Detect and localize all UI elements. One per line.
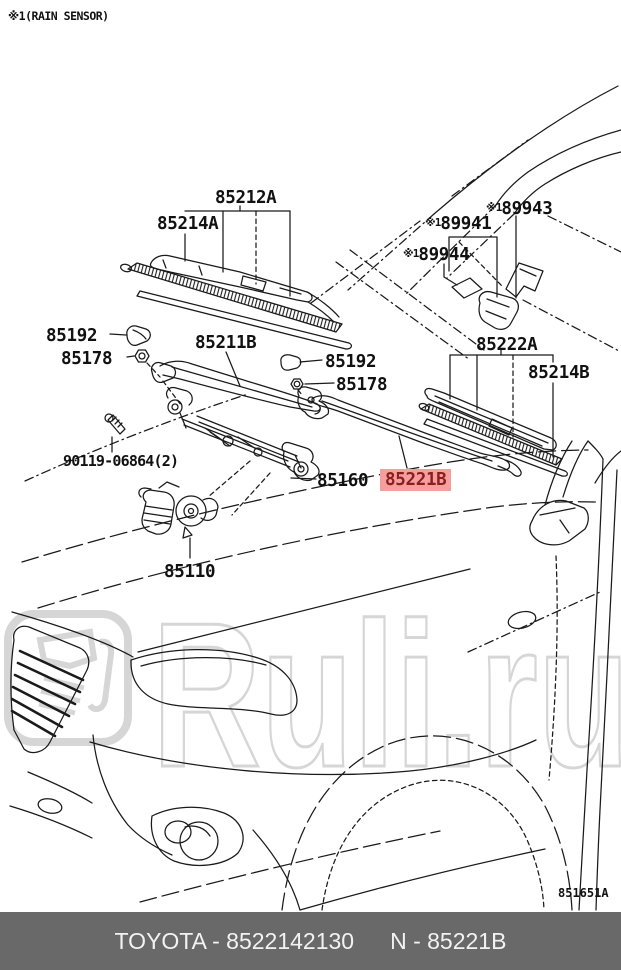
figure-ref-code: 851651A bbox=[558, 886, 609, 900]
part-label-89944: ※189944 bbox=[403, 246, 470, 264]
fog-lamp-recess bbox=[150, 806, 244, 866]
body-side-lines bbox=[507, 440, 621, 911]
part-number: 89944 bbox=[418, 245, 470, 265]
wiper-linkage-drawing bbox=[165, 386, 320, 516]
part-label-90119-06864: 90119-06864(2) bbox=[63, 452, 179, 470]
watermark-text: Ruli.ru bbox=[152, 580, 621, 810]
part-number: 89941 bbox=[440, 214, 492, 234]
part-label-85110: 85110 bbox=[164, 562, 216, 582]
footer-brand-part-number: TOYOTA - 8522142130 bbox=[114, 927, 355, 954]
part-label-85214b: 85214B bbox=[528, 363, 590, 383]
part-label-85222a: 85222A bbox=[476, 335, 538, 355]
footnote-prefix: ※1 bbox=[486, 201, 502, 214]
part-label-85214a: 85214A bbox=[157, 214, 219, 234]
watermark-logo-icon bbox=[4, 610, 132, 746]
grille-slats bbox=[10, 649, 85, 738]
wiper-motor-drawing bbox=[138, 481, 219, 559]
left-wiper-blade-drawing bbox=[120, 254, 353, 350]
part-number: 89943 bbox=[501, 199, 553, 219]
part-label-85211b: 85211B bbox=[195, 333, 257, 353]
bolt-drawing bbox=[104, 413, 126, 453]
part-label-85192-right: 85192 bbox=[325, 352, 377, 372]
watermark: Ruli.ru bbox=[4, 579, 621, 812]
wheel-arch-lines bbox=[252, 735, 573, 911]
right-wiper-blade-drawing bbox=[418, 387, 569, 477]
footnote-prefix: ※1 bbox=[425, 216, 441, 229]
rain-sensor-note: ※1(RAIN SENSOR) bbox=[8, 9, 109, 23]
part-label-85160: 85160 bbox=[317, 471, 369, 491]
headlight-outline bbox=[130, 649, 298, 716]
right-wiper-arm-drawing bbox=[311, 395, 522, 477]
left-blade-callout-lines bbox=[184, 205, 291, 297]
part-label-85192-left: 85192 bbox=[46, 326, 98, 346]
door-handle-oval bbox=[507, 610, 537, 630]
right-cap-and-nut-drawing bbox=[280, 354, 335, 420]
footnote-prefix: ※1 bbox=[403, 247, 419, 260]
roof-and-windshield-lines bbox=[310, 85, 621, 361]
front-fascia-drawing bbox=[9, 568, 546, 911]
part-label-85221b-highlighted: 85221B bbox=[380, 469, 452, 492]
part-label-85178-right: 85178 bbox=[336, 375, 388, 395]
part-label-85212a: 85212A bbox=[215, 188, 277, 208]
rain-sensor-parts-drawing bbox=[443, 215, 544, 330]
right-blade-callout-lines bbox=[449, 349, 554, 458]
part-label-89943: ※189943 bbox=[486, 200, 553, 218]
part-label-89941: ※189941 bbox=[425, 215, 492, 233]
footer-bar: TOYOTA - 8522142130 N - 85221B bbox=[0, 912, 621, 970]
part-label-85178-left: 85178 bbox=[61, 349, 113, 369]
footer-catalog-code: N - 85221B bbox=[390, 927, 507, 954]
